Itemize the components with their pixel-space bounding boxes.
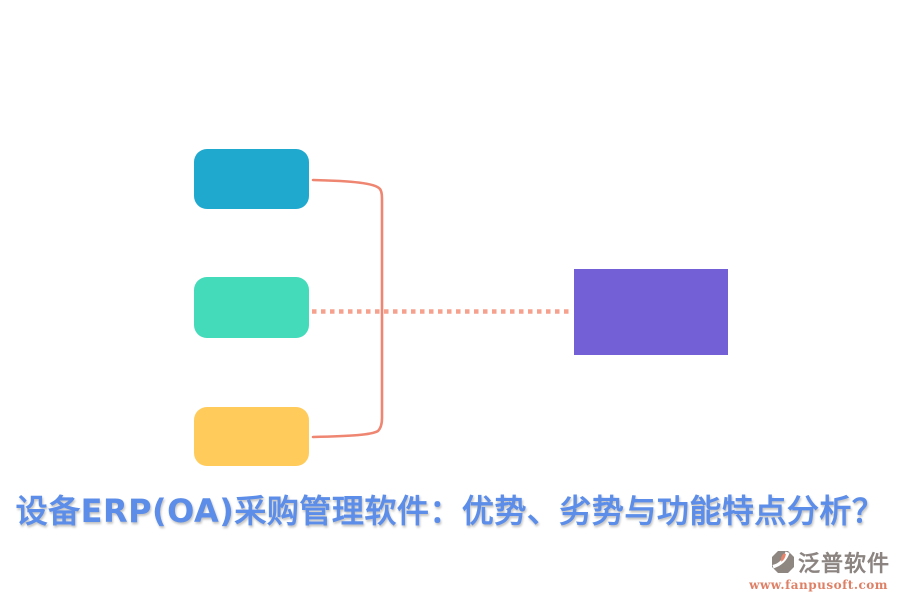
footer-logo: 泛普软件 www.fanpusoft.com	[749, 546, 890, 592]
factor-node-bottom[interactable]	[194, 407, 309, 466]
factor-node-top[interactable]	[194, 149, 309, 209]
fanpu-logo-icon	[771, 551, 794, 573]
result-node[interactable]	[574, 269, 728, 355]
bracket-connector	[311, 178, 384, 439]
page-title: 设备ERP(OA)采购管理软件：优势、劣势与功能特点分析？	[15, 492, 885, 530]
brand-url[interactable]: www.fanpusoft.com	[749, 578, 888, 592]
factor-node-middle[interactable]	[194, 277, 309, 338]
brand-name: 泛普软件	[797, 552, 890, 577]
